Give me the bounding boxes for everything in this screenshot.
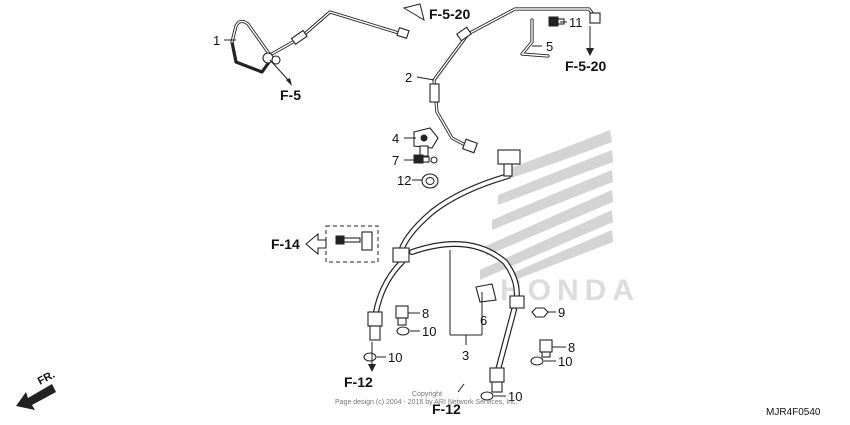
callout-7: 7 xyxy=(392,153,399,168)
front-direction-arrow: FR. xyxy=(16,369,57,410)
ref-f5-20-right: F-5-20 xyxy=(565,58,606,74)
three-way-joint-4 xyxy=(413,127,439,157)
honda-wing-watermark: HONDA xyxy=(480,130,634,307)
brake-pipe-2 xyxy=(429,7,601,154)
pipe-clamp-5 xyxy=(520,18,550,58)
callout-11: 11 xyxy=(569,15,583,30)
diagram-code: MJR4F0540 xyxy=(766,407,821,418)
callout-10-a: 10 xyxy=(422,324,436,339)
copyright-notice: Copyright Page design (c) 2004 - 2016 by… xyxy=(335,391,518,406)
callout-9: 9 xyxy=(558,305,565,320)
nut-9 xyxy=(531,307,549,318)
callout-3: 3 xyxy=(462,348,469,363)
brake-hose-3 xyxy=(367,149,521,341)
callout-6: 6 xyxy=(480,313,487,328)
hose-guide xyxy=(475,283,497,303)
direction-label: FR. xyxy=(36,369,57,388)
ref-f12-left: F-12 xyxy=(344,374,373,390)
copyright-line-1: Copyright xyxy=(412,391,442,398)
callout-10-c: 10 xyxy=(558,354,572,369)
callout-5: 5 xyxy=(546,39,553,54)
callout-8-right: 8 xyxy=(568,340,575,355)
brake-hose-6 xyxy=(409,241,525,393)
ref-f5: F-5 xyxy=(280,87,301,103)
callout-8-left: 8 xyxy=(422,306,429,321)
callout-10-d: 10 xyxy=(508,389,522,404)
leader-lines xyxy=(224,3,594,397)
callout-labels: 1 2 3 4 5 6 7 8 8 9 10 10 10 10 11 12 xyxy=(213,15,583,404)
ref-f12-bottom: F-12 xyxy=(432,401,461,417)
brake-pipe-1 xyxy=(230,10,410,74)
callout-2: 2 xyxy=(405,70,412,85)
callout-1: 1 xyxy=(213,33,220,48)
banjo-bolt-8-right xyxy=(539,339,553,358)
copyright-line-2: Page design (c) 2004 - 2016 by ARI Netwo… xyxy=(335,399,518,406)
f14-detail-box xyxy=(305,225,379,263)
reference-labels: F-5 F-5-20 F-5-20 F-14 F-12 F-12 xyxy=(271,6,606,417)
ref-f5-20-top: F-5-20 xyxy=(429,6,470,22)
grommet-12 xyxy=(421,173,439,189)
ref-f14: F-14 xyxy=(271,236,300,252)
callout-12: 12 xyxy=(397,173,411,188)
sealing-washers-10 xyxy=(363,326,544,401)
callout-4: 4 xyxy=(392,131,399,146)
callout-10-b: 10 xyxy=(388,350,402,365)
bolt-7 xyxy=(413,154,438,164)
banjo-bolt-8-left xyxy=(395,305,409,326)
